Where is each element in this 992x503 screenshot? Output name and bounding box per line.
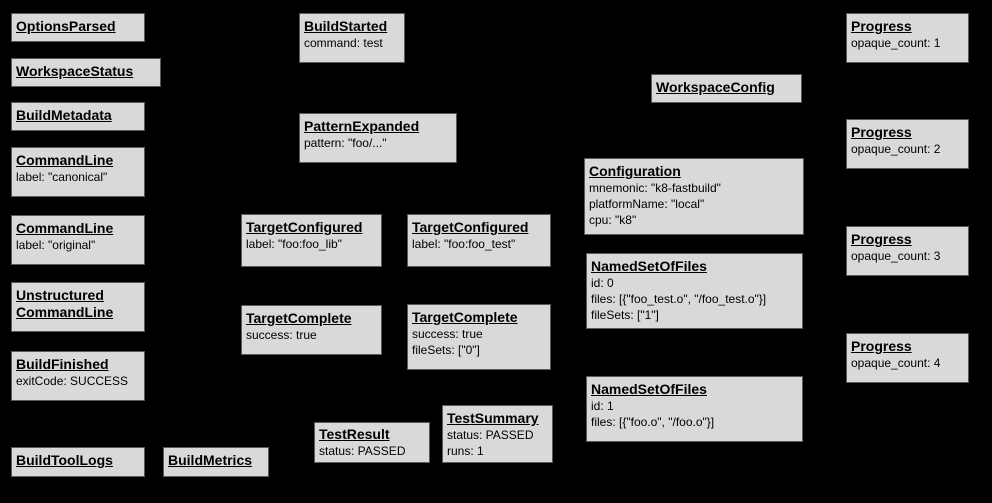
node-progress-4: Progress opaque_count: 4 xyxy=(846,333,969,383)
node-field: label: "foo:foo_test" xyxy=(412,237,516,251)
node-title: WorkspaceStatus xyxy=(16,63,134,79)
node-test-result: TestResult status: PASSED xyxy=(314,422,430,463)
node-field: mnemonic: "k8-fastbuild" xyxy=(589,181,721,195)
node-title: WorkspaceConfig xyxy=(656,79,775,95)
node-title: BuildMetadata xyxy=(16,107,112,123)
node-pattern-expanded: PatternExpanded pattern: "foo/..." xyxy=(299,113,457,163)
node-field: command: test xyxy=(304,36,383,50)
node-title: NamedSetOfFiles xyxy=(591,381,707,397)
node-target-complete-foo-test: TargetComplete success: true fileSets: [… xyxy=(407,304,551,370)
node-title: OptionsParsed xyxy=(16,18,116,34)
node-title: TargetComplete xyxy=(246,310,352,326)
node-field: id: 1 xyxy=(591,399,614,413)
node-title: BuildFinished xyxy=(16,356,109,372)
node-title: BuildMetrics xyxy=(168,452,253,468)
node-field: files: [{"foo.o", "/foo.o"}] xyxy=(591,415,715,429)
node-title: PatternExpanded xyxy=(304,118,420,134)
node-field: pattern: "foo/..." xyxy=(304,136,387,150)
node-title: BuildToolLogs xyxy=(16,452,113,468)
node-title: TestResult xyxy=(319,426,390,442)
node-field: id: 0 xyxy=(591,276,614,290)
node-configuration: Configuration mnemonic: "k8-fastbuild" p… xyxy=(584,158,804,235)
node-title: TargetComplete xyxy=(412,309,518,325)
node-field: opaque_count: 3 xyxy=(851,249,941,263)
node-field: label: "canonical" xyxy=(16,170,108,184)
node-title: CommandLine xyxy=(16,220,114,236)
node-named-set-of-files-0: NamedSetOfFiles id: 0 files: [{"foo_test… xyxy=(586,253,803,329)
node-field: fileSets: ["0"] xyxy=(412,343,480,357)
node-title: BuildStarted xyxy=(304,18,388,34)
node-target-complete-foo-lib: TargetComplete success: true xyxy=(241,305,382,355)
node-command-line-canonical: CommandLine label: "canonical" xyxy=(11,147,145,197)
node-progress-1: Progress opaque_count: 1 xyxy=(846,13,969,63)
node-workspace-status: WorkspaceStatus xyxy=(11,58,161,87)
node-title: Unstructured CommandLine xyxy=(16,287,114,320)
node-test-summary: TestSummary status: PASSED runs: 1 xyxy=(442,405,553,463)
node-title: TargetConfigured xyxy=(246,219,363,235)
node-target-configured-foo-lib: TargetConfigured label: "foo:foo_lib" xyxy=(241,214,382,267)
node-field: label: "foo:foo_lib" xyxy=(246,237,342,251)
node-build-tool-logs: BuildToolLogs xyxy=(11,447,145,477)
node-field: exitCode: SUCCESS xyxy=(16,374,129,388)
node-title: TargetConfigured xyxy=(412,219,529,235)
node-title: Progress xyxy=(851,338,912,354)
node-named-set-of-files-1: NamedSetOfFiles id: 1 files: [{"foo.o", … xyxy=(586,376,803,442)
node-workspace-config: WorkspaceConfig xyxy=(651,74,802,103)
node-target-configured-foo-test: TargetConfigured label: "foo:foo_test" xyxy=(407,214,551,267)
node-unstructured-command-line: Unstructured CommandLine xyxy=(11,282,145,332)
node-title: Progress xyxy=(851,18,912,34)
node-field: status: PASSED xyxy=(319,444,406,458)
node-title: CommandLine xyxy=(16,152,114,168)
node-field: success: true xyxy=(246,328,317,342)
node-title: Progress xyxy=(851,124,912,140)
node-command-line-original: CommandLine label: "original" xyxy=(11,215,145,265)
node-field: opaque_count: 4 xyxy=(851,356,941,370)
node-build-started: BuildStarted command: test xyxy=(299,13,405,63)
node-build-metrics: BuildMetrics xyxy=(163,447,269,477)
node-field: opaque_count: 1 xyxy=(851,36,941,50)
node-build-metadata: BuildMetadata xyxy=(11,102,145,131)
node-field: runs: 1 xyxy=(447,444,484,458)
node-field: cpu: "k8" xyxy=(589,213,637,227)
node-field: label: "original" xyxy=(16,238,96,252)
node-progress-3: Progress opaque_count: 3 xyxy=(846,226,969,276)
node-field: fileSets: ["1"] xyxy=(591,308,659,322)
node-field: success: true xyxy=(412,327,483,341)
node-field: files: [{"foo_test.o", "/foo_test.o"}] xyxy=(591,292,767,306)
node-field: platformName: "local" xyxy=(589,197,705,211)
node-options-parsed: OptionsParsed xyxy=(11,13,145,42)
node-build-finished: BuildFinished exitCode: SUCCESS xyxy=(11,351,145,401)
node-title: TestSummary xyxy=(447,410,539,426)
node-field: opaque_count: 2 xyxy=(851,142,941,156)
node-progress-2: Progress opaque_count: 2 xyxy=(846,119,969,169)
node-title: NamedSetOfFiles xyxy=(591,258,707,274)
node-field: status: PASSED xyxy=(447,428,534,442)
node-title: Progress xyxy=(851,231,912,247)
node-title: Configuration xyxy=(589,163,681,179)
